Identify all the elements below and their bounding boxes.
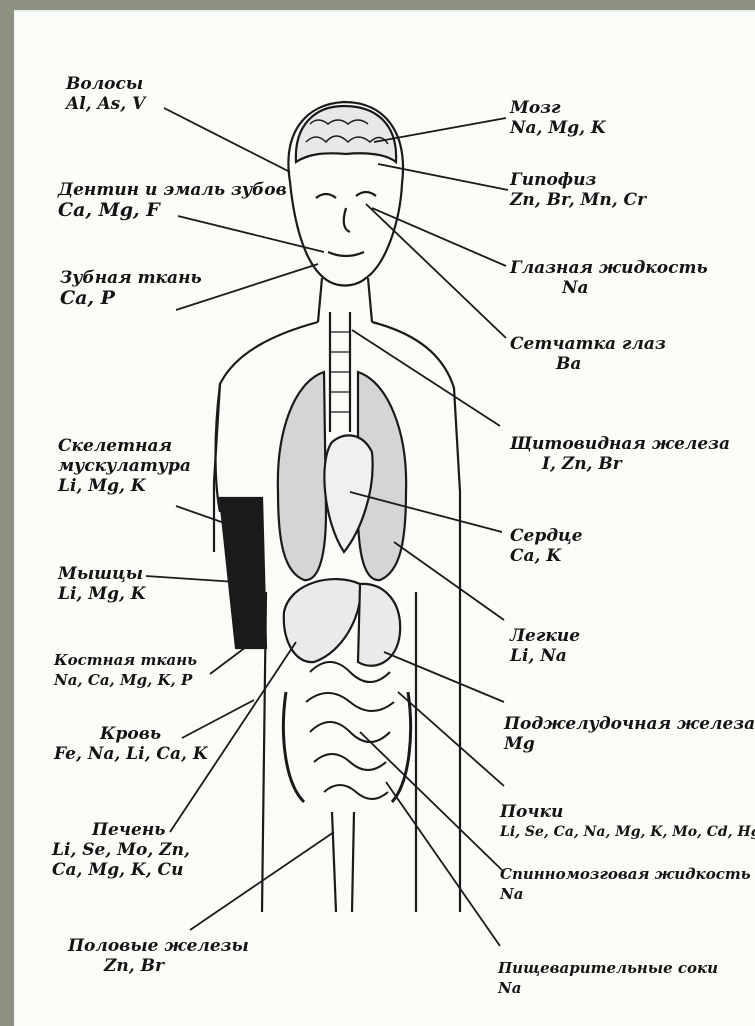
label-bone: Костная ткань Na, Ca, Mg, K, P — [54, 650, 197, 690]
label-liver-elements2: Ca, Mg, K, Cu — [52, 860, 190, 880]
nose — [344, 208, 350, 232]
label-eye-fluid-elements: Na — [510, 278, 708, 298]
label-blood-elements: Fe, Na, Li, Ca, K — [54, 744, 208, 764]
label-digestive-juices-elements: Na — [498, 978, 718, 998]
label-skeletal-muscle: Скелетная мускулатура Li, Mg, K — [58, 436, 191, 496]
label-retina-organ: Сетчатка глаз — [510, 334, 666, 354]
label-digestive-juices-organ: Пищеварительные соки — [498, 958, 718, 978]
slide-frame: Волосы Al, As, V Дентин и эмаль зубов Ca… — [14, 10, 755, 1026]
label-lungs-elements: Li, Na — [510, 646, 580, 666]
intestines — [306, 662, 394, 799]
label-pancreas-elements: Mg — [504, 734, 755, 754]
label-eye-fluid-organ: Глазная жидкость — [510, 258, 708, 278]
label-heart-elements: Ca, K — [510, 546, 583, 566]
label-pancreas: Поджелудочная железа Mg — [504, 714, 755, 754]
label-muscles-elements: Li, Mg, K — [58, 584, 146, 604]
trachea-rings — [330, 332, 350, 412]
leader-digestive-juices — [386, 782, 500, 946]
leader-kidneys — [398, 692, 504, 786]
label-tooth-tissue-organ: Зубная ткань — [60, 268, 202, 288]
label-retina: Сетчатка глаз Ba — [510, 334, 666, 374]
label-kidneys-elements: Li, Se, Ca, Na, Mg, K, Mo, Cd, Hg — [500, 822, 755, 842]
leader-pituitary — [378, 164, 508, 190]
label-thyroid-organ: Щитовидная железа — [510, 434, 730, 454]
label-csf: Спинномозговая жидкость Na — [500, 864, 751, 904]
mouth — [328, 252, 364, 256]
label-pituitary-organ: Гипофиз — [510, 170, 646, 190]
pelvis-lines — [332, 812, 354, 912]
left-lung — [278, 372, 326, 580]
label-csf-elements: Na — [500, 884, 751, 904]
label-teeth-enamel: Дентин и эмаль зубов Ca, Mg, F — [58, 180, 287, 220]
label-lungs: Легкие Li, Na — [510, 626, 580, 666]
label-liver-elements1: Li, Se, Mo, Zn, — [52, 840, 190, 860]
label-pituitary: Гипофиз Zn, Br, Mn, Cr — [510, 170, 646, 210]
label-liver-organ: Печень — [52, 820, 190, 840]
label-brain-organ: Мозг — [510, 98, 606, 118]
label-gonads-elements: Zn, Br — [68, 956, 249, 976]
label-teeth-enamel-elements: Ca, Mg, F — [58, 200, 287, 220]
label-gonads: Половые железы Zn, Br — [68, 936, 249, 976]
label-tooth-tissue-elements: Ca, P — [60, 288, 202, 308]
label-kidneys-organ: Почки — [500, 802, 755, 822]
label-lungs-organ: Легкие — [510, 626, 580, 646]
label-heart: Сердце Ca, K — [510, 526, 583, 566]
label-pituitary-elements: Zn, Br, Mn, Cr — [510, 190, 646, 210]
label-digestive-juices: Пищеварительные соки Na — [498, 958, 718, 998]
label-retina-elements: Ba — [510, 354, 666, 374]
label-bone-organ: Костная ткань — [54, 650, 197, 670]
label-heart-organ: Сердце — [510, 526, 583, 546]
label-thyroid-elements: I, Zn, Br — [510, 454, 730, 474]
leader-muscles — [146, 576, 236, 582]
label-liver: Печень Li, Se, Mo, Zn, Ca, Mg, K, Cu — [52, 820, 190, 880]
leader-retina — [366, 204, 506, 338]
liver-shape — [284, 579, 361, 662]
label-muscles-organ: Мышцы — [58, 564, 146, 584]
label-hair-elements: Al, As, V — [66, 94, 145, 114]
label-hair: Волосы Al, As, V — [66, 74, 145, 114]
leader-hair — [164, 108, 290, 172]
leader-bone — [210, 638, 258, 674]
leader-lungs — [394, 542, 504, 620]
label-pancreas-organ: Поджелудочная железа — [504, 714, 755, 734]
label-kidneys: Почки Li, Se, Ca, Na, Mg, K, Mo, Cd, Hg — [500, 802, 755, 842]
label-eye-fluid: Глазная жидкость Na — [510, 258, 708, 298]
label-skeletal-muscle-organ1: Скелетная — [58, 436, 191, 456]
label-muscles: Мышцы Li, Mg, K — [58, 564, 146, 604]
label-hair-organ: Волосы — [66, 74, 145, 94]
label-gonads-organ: Половые железы — [68, 936, 249, 956]
eyes — [316, 192, 376, 198]
label-brain: Мозг Na, Mg, K — [510, 98, 606, 138]
label-blood: Кровь Fe, Na, Li, Ca, K — [54, 724, 208, 764]
label-blood-organ: Кровь — [54, 724, 208, 744]
label-teeth-enamel-organ: Дентин и эмаль зубов — [58, 180, 287, 200]
label-brain-elements: Na, Mg, K — [510, 118, 606, 138]
label-csf-organ: Спинномозговая жидкость — [500, 864, 751, 884]
label-thyroid: Щитовидная железа I, Zn, Br — [510, 434, 730, 474]
label-tooth-tissue: Зубная ткань Ca, P — [60, 268, 202, 308]
stomach-shape — [358, 584, 400, 666]
leader-csf — [360, 732, 504, 872]
left-arm-shade — [220, 498, 266, 648]
label-bone-elements: Na, Ca, Mg, K, P — [54, 670, 197, 690]
label-skeletal-muscle-elements: Li, Mg, K — [58, 476, 191, 496]
leader-teeth-enamel — [178, 216, 324, 252]
label-skeletal-muscle-organ2: мускулатура — [58, 456, 191, 476]
